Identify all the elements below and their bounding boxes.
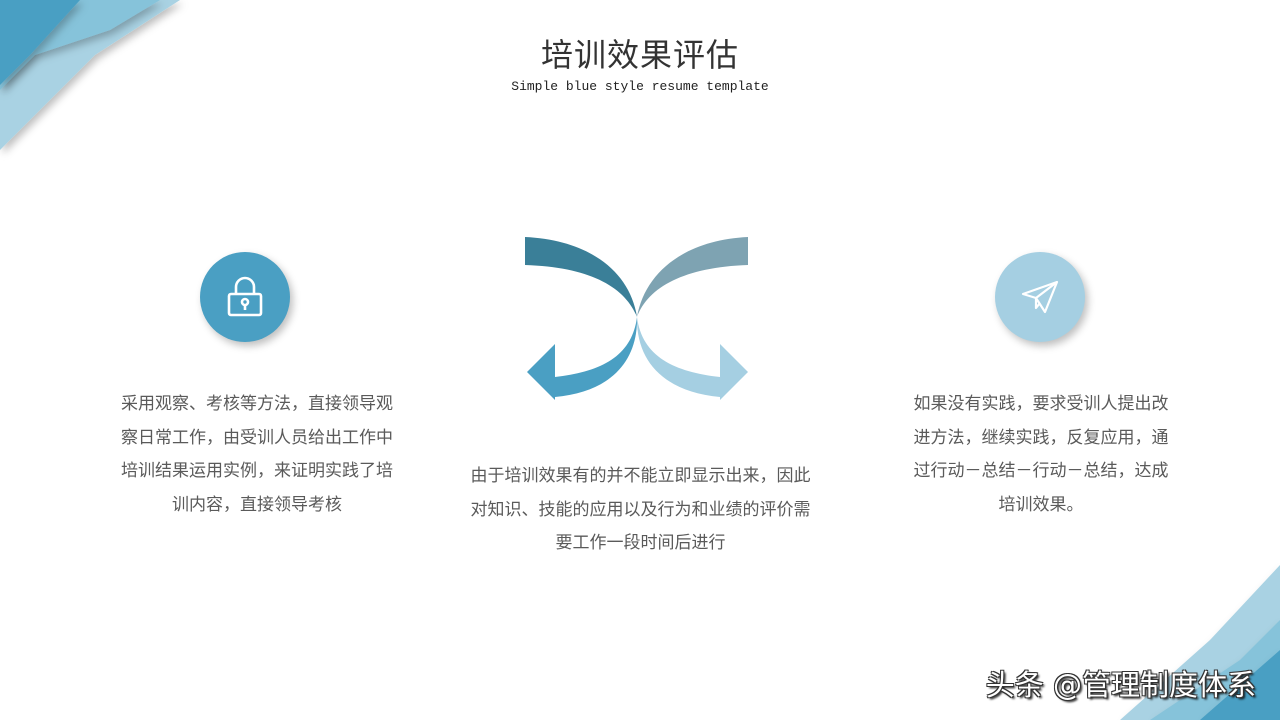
slide-title: 培训效果评估 <box>540 36 739 74</box>
lock-circle <box>200 252 290 342</box>
left-description: 采用观察、考核等方法，直接领导观察日常工作，由受训人员给出工作中培训结果运用实例… <box>121 394 393 515</box>
crossing-arrows-graphic <box>525 237 748 400</box>
top-left-corner-decoration <box>0 0 180 150</box>
paper-plane-circle <box>995 252 1085 342</box>
slide-subtitle: Simple blue style resume template <box>511 79 769 94</box>
paper-plane-icon <box>1021 280 1059 314</box>
lock-icon <box>227 276 263 317</box>
watermark: 头条 @管理制度体系 <box>985 668 1256 702</box>
center-description: 由于培训效果有的并不能立即显示出来，因此对知识、技能的应用以及行为和业绩的评价需… <box>470 466 811 553</box>
right-description: 如果没有实践，要求受训人提出改进方法，继续实践，反复应用，通过行动－总结－行动－… <box>913 394 1169 515</box>
bottom-right-corner-decoration <box>1120 565 1280 720</box>
